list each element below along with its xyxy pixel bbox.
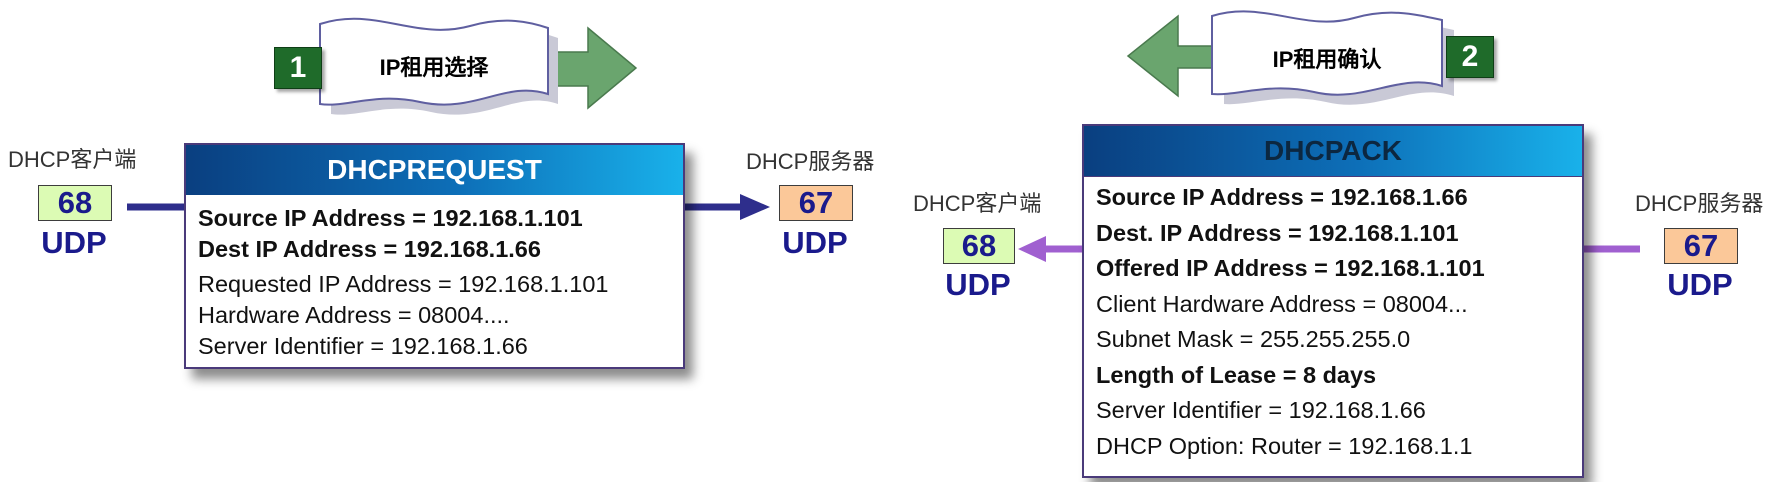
request-server-udp: UDP [782,225,848,260]
dhcpack-packet: DHCPACK Source IP Address = 192.168.1.66… [1082,124,1584,478]
request-server-port: 67 [779,185,853,221]
step2-banner [1211,10,1454,105]
packet-field: Dest. IP Address = 192.168.1.101 [1096,220,1459,246]
step1-banner [319,17,558,115]
packet-field: Subnet Mask = 255.255.255.0 [1096,326,1411,352]
packet-field: Server Identifier = 192.168.1.66 [1096,397,1426,423]
packet-field: DHCP Option: Router = 192.168.1.1 [1096,433,1473,459]
packet-field: Client Hardware Address = 08004... [1096,291,1468,317]
packet-field: Source IP Address = 192.168.1.101 [198,205,583,231]
ack-client-label: DHCP客户端 [913,191,1042,216]
request-server-label: DHCP服务器 [746,149,875,174]
request-client-label: DHCP客户端 [8,147,137,172]
packet-field: Length of Lease = 8 days [1096,362,1377,388]
packet-field: Offered IP Address = 192.168.1.101 [1096,255,1485,281]
packet-title: DHCPREQUEST [186,145,683,195]
ack-server-udp: UDP [1667,267,1733,302]
step2-label: IP租用确认 [1272,47,1382,72]
ack-server-label: DHCP服务器 [1635,191,1764,216]
ack-server-port: 67 [1664,228,1738,264]
dhcprequest-packet: DHCPREQUEST Source IP Address = 192.168.… [184,143,685,369]
packet-field: Dest IP Address = 192.168.1.66 [198,236,541,262]
request-client-port: 68 [38,185,112,221]
packet-field: Source IP Address = 192.168.1.66 [1096,184,1468,210]
ack-client-port: 68 [943,228,1015,264]
request-client-udp: UDP [41,225,107,260]
ack-client-udp: UDP [945,267,1011,302]
packet-field: Hardware Address = 08004.... [198,302,510,328]
packet-field: Requested IP Address = 192.168.1.101 [198,271,609,297]
packet-title: DHCPACK [1084,126,1582,177]
packet-field: Server Identifier = 192.168.1.66 [198,333,528,359]
step2-number: 2 [1446,36,1494,78]
step1-number: 1 [274,47,322,89]
step1-label: IP租用选择 [379,55,489,80]
